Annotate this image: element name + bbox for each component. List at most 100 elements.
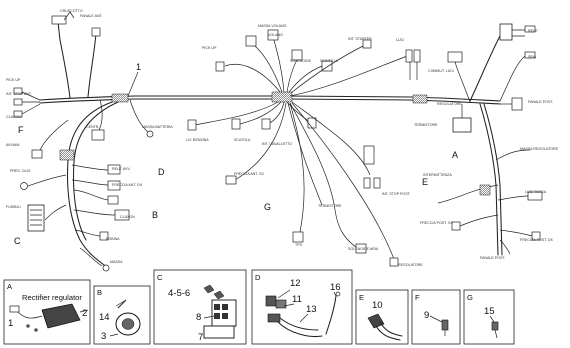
svg-text:INT. STARTER: INT. STARTER <box>348 37 372 41</box>
svg-text:PICK UP: PICK UP <box>6 78 21 82</box>
detail-panel-c: C 4-5-6 8 7 <box>153 269 247 345</box>
svg-text:CLAXON: CLAXON <box>6 115 21 119</box>
svg-text:MASSA BATTERIA: MASSA BATTERIA <box>142 125 173 129</box>
svg-text:AVVIAM.: AVVIAM. <box>6 143 20 147</box>
detail-panel-d: D 12 11 13 16 <box>251 269 353 345</box>
svg-text:TPS: TPS <box>295 243 303 247</box>
svg-text:14: 14 <box>99 312 110 323</box>
starter-relay-connector <box>107 164 121 175</box>
svg-text:CENTR.: CENTR. <box>86 125 99 129</box>
svg-text:2: 2 <box>82 308 87 319</box>
svg-text:CRUSCOTTO: CRUSCOTTO <box>60 9 83 13</box>
panel-letter-b: B <box>97 288 102 297</box>
svg-text:TERMISTORE: TERMISTORE <box>318 204 342 208</box>
svg-text:FRECCIA ANT. SX: FRECCIA ANT. SX <box>234 172 265 176</box>
svg-text:FUSIBILI: FUSIBILI <box>6 205 21 209</box>
rectifier-regulator-caption: Rectifier regulator <box>22 293 82 302</box>
svg-text:1: 1 <box>8 318 13 329</box>
svg-text:9: 9 <box>424 310 429 321</box>
svg-text:D: D <box>158 167 165 177</box>
svg-text:10: 10 <box>372 300 383 311</box>
connector <box>13 110 23 118</box>
connector <box>413 49 421 63</box>
connector <box>291 49 303 61</box>
connector <box>405 49 413 63</box>
connector <box>13 87 23 95</box>
connector <box>107 195 119 205</box>
detail-panel-b: B 14 3 <box>93 285 151 345</box>
svg-text:FANALE ANT.: FANALE ANT. <box>80 14 103 18</box>
svg-text:F: F <box>18 125 24 135</box>
connector <box>245 35 257 47</box>
svg-text:4-5-6: 4-5-6 <box>168 288 190 299</box>
svg-text:MASSA: MASSA <box>110 260 123 264</box>
connector <box>292 231 304 243</box>
screw <box>26 324 30 328</box>
panel-letter-f: F <box>415 293 420 302</box>
oil-pressure-switch <box>20 182 28 190</box>
coil-connector <box>99 231 109 241</box>
svg-text:PRES. OLIO: PRES. OLIO <box>10 169 31 173</box>
air-solenoid-connector <box>355 243 367 254</box>
connector <box>307 117 317 129</box>
svg-text:SOLENOIDE: SOLENOIDE <box>290 59 312 63</box>
svg-text:G: G <box>264 202 271 212</box>
headlight-connector <box>91 27 101 37</box>
stop-switch-connector <box>363 177 371 189</box>
svg-text:FRECCIA POST. SX: FRECCIA POST. SX <box>420 221 453 225</box>
svg-text:SOLENOIDE ARIA: SOLENOIDE ARIA <box>348 247 379 251</box>
fuse-holder <box>363 145 375 165</box>
svg-text:TERMISTORE: TERMISTORE <box>414 123 438 127</box>
svg-text:LIV. BENZINA: LIV. BENZINA <box>186 138 209 142</box>
harness-tape <box>412 94 428 104</box>
connector <box>13 98 23 106</box>
harness-tape <box>479 184 491 196</box>
detail-panel-e: E 10 <box>355 289 409 345</box>
detail-panel-f: F 9 <box>411 289 461 345</box>
harness-junction-tape <box>271 91 293 103</box>
svg-text:RELE': RELE' <box>528 29 538 33</box>
svg-text:3: 3 <box>101 331 106 342</box>
svg-text:12: 12 <box>290 278 301 289</box>
connector-block <box>499 23 513 41</box>
ground-eyelet <box>102 264 110 272</box>
svg-text:E: E <box>422 177 428 187</box>
connector <box>447 51 463 63</box>
connector <box>321 60 333 72</box>
control-unit <box>452 117 472 133</box>
rear-rh-indicator-connector <box>531 231 541 241</box>
connector <box>31 149 43 159</box>
rear-lh-indicator-connector <box>451 221 461 231</box>
svg-text:11: 11 <box>292 294 302 305</box>
flywheel-connector <box>267 29 279 41</box>
panel-letter-a: A <box>7 282 13 291</box>
connector <box>524 51 536 59</box>
svg-text:INT. STOP POST.: INT. STOP POST. <box>382 192 411 196</box>
fuel-level-connector <box>187 119 197 131</box>
thermistor-connector <box>225 175 237 185</box>
panel-letter-e: E <box>359 293 364 302</box>
detail-panel-a: A Rectifier regulator 2 1 <box>3 279 91 345</box>
svg-text:1: 1 <box>136 62 141 72</box>
connector <box>261 118 271 130</box>
svg-text:SCINTILLA: SCINTILLA <box>320 59 339 63</box>
svg-text:REGOLATORE: REGOLATORE <box>437 102 462 106</box>
svg-text:INTERMITTENZA: INTERMITTENZA <box>423 173 452 177</box>
horn-connector <box>114 209 130 221</box>
svg-text:7: 7 <box>198 332 203 343</box>
screw <box>34 328 38 332</box>
svg-text:FANALE POST.: FANALE POST. <box>480 256 505 260</box>
svg-text:FRECCIA POST. DX: FRECCIA POST. DX <box>520 238 554 242</box>
main-harness: CRUSCOTTO FANALE ANT. MASSA VOLANO VOLAN… <box>6 9 559 272</box>
svg-text:FANALE POST.: FANALE POST. <box>528 100 553 104</box>
connector <box>524 25 536 33</box>
front-rh-indicator-connector <box>107 180 121 191</box>
connector <box>91 129 105 141</box>
svg-text:INT. CAVALLETTO: INT. CAVALLETTO <box>262 142 292 146</box>
connector <box>9 305 20 313</box>
starter-switch-connector <box>362 39 372 49</box>
rear-connector <box>511 97 523 111</box>
svg-text:VOLANO: VOLANO <box>268 33 283 37</box>
svg-text:CLAXON: CLAXON <box>120 215 135 219</box>
